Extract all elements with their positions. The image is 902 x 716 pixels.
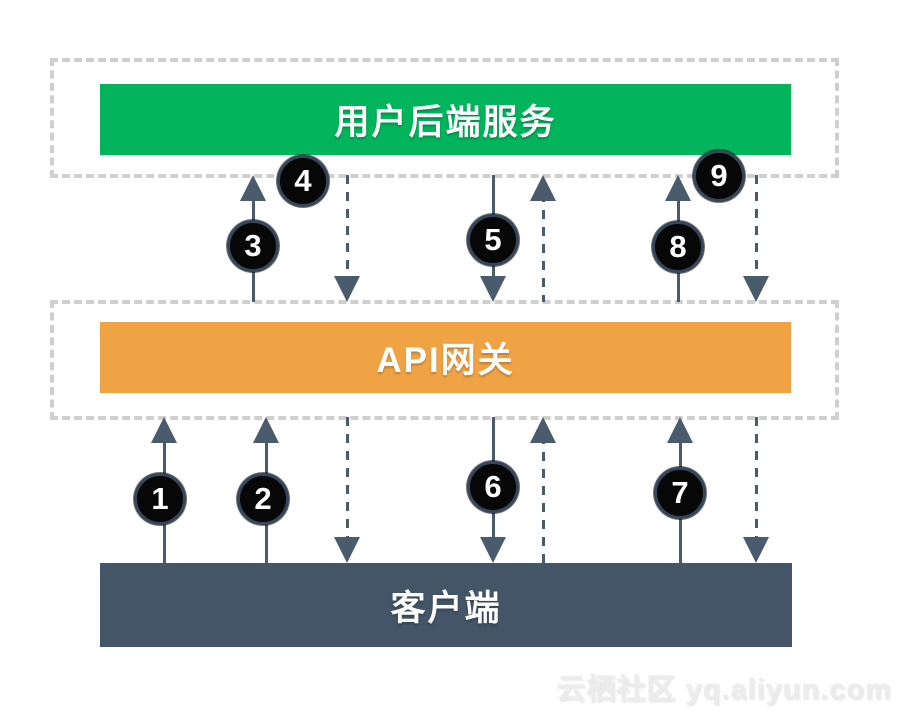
arrowhead-up-icon xyxy=(151,417,177,443)
arrowhead-down-icon xyxy=(480,537,506,563)
step-badge-8: 8 xyxy=(652,221,704,273)
backend-dashed-boundary xyxy=(50,58,839,178)
step-badge-4: 4 xyxy=(277,155,329,207)
backend-service-label: 用户后端服务 xyxy=(334,103,557,142)
watermark: 云栖社区 yq.aliyun.com xyxy=(556,674,892,706)
step-badge-3: 3 xyxy=(227,220,279,272)
flow-line-dashed-up xyxy=(541,193,545,302)
step-badge-9: 9 xyxy=(693,150,745,202)
client-label: 客户端 xyxy=(390,588,502,628)
step-badge-7: 7 xyxy=(654,467,706,519)
client-box: 客户端 xyxy=(100,563,792,647)
api-gateway-box: API网关 xyxy=(100,322,791,393)
step-badge-1: 1 xyxy=(134,473,186,525)
step-badge-5: 5 xyxy=(467,214,519,266)
flow-line-dashed-down xyxy=(345,417,349,545)
arrowhead-down-icon xyxy=(743,276,769,302)
arrowhead-up-icon xyxy=(665,175,691,201)
arrowhead-down-icon xyxy=(334,537,360,563)
api-gateway-label: API网关 xyxy=(376,341,515,380)
step-badge-2: 2 xyxy=(237,473,289,525)
arrowhead-up-icon xyxy=(530,175,556,201)
arrowhead-up-icon xyxy=(530,417,556,443)
arrowhead-down-icon xyxy=(743,537,769,563)
flow-line-dashed-down xyxy=(754,175,758,284)
gateway-dashed-boundary xyxy=(50,300,839,420)
arrowhead-up-icon xyxy=(667,417,693,443)
arrowhead-down-icon xyxy=(480,276,506,302)
flow-line-dashed-down xyxy=(754,417,758,545)
arrowhead-up-icon xyxy=(253,417,279,443)
flow-line-dashed-down xyxy=(345,175,349,284)
flow-line-dashed-up xyxy=(541,435,545,563)
arrowhead-down-icon xyxy=(334,276,360,302)
arrowhead-up-icon xyxy=(240,175,266,201)
backend-service-box: 用户后端服务 xyxy=(100,84,791,155)
step-badge-6: 6 xyxy=(467,461,519,513)
